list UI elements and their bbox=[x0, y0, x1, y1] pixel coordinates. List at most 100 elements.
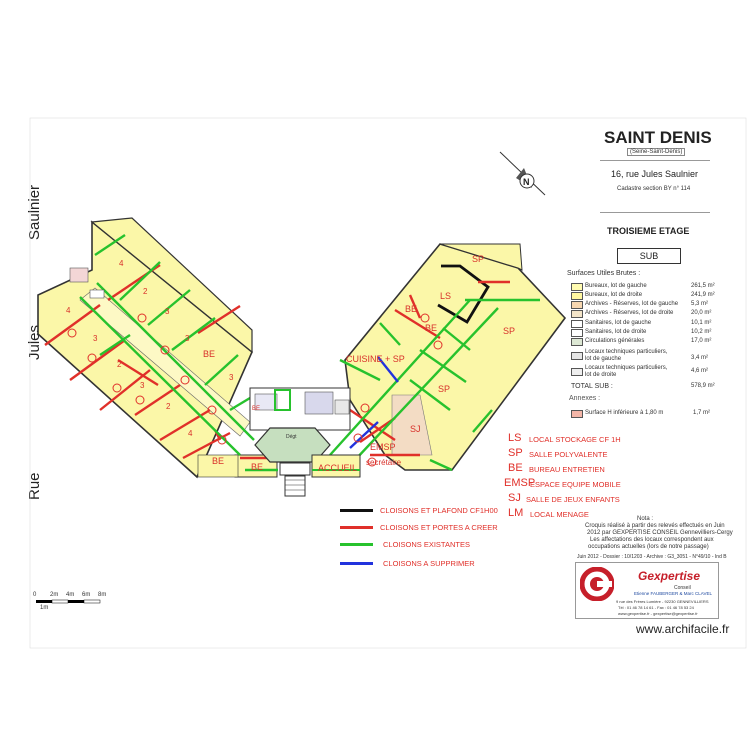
scale-label: 0 bbox=[33, 592, 37, 598]
room-label: BE bbox=[425, 323, 437, 333]
wall-swatch-green bbox=[340, 543, 373, 546]
company-logo-icon bbox=[580, 567, 614, 601]
legend-value: 10,2 m² bbox=[691, 329, 712, 335]
wall-legend-label: CLOISONS ET PORTES A CREER bbox=[380, 523, 498, 532]
abbr-desc: ESPACE EQUIPE MOBILE bbox=[530, 480, 621, 489]
central-core bbox=[249, 387, 361, 497]
company-line: 9 rue des Frères Lumière - 92230 GENNEVI… bbox=[616, 599, 709, 604]
room-label: 4 bbox=[188, 429, 193, 438]
company-line: Tél : 01 46 78 14 61 - Fax : 01 46 78 53… bbox=[618, 605, 694, 610]
abbr-code: LM bbox=[508, 507, 524, 519]
notes-heading: Nota : bbox=[637, 516, 654, 522]
notes-line: 2012 par GEXPERTISE CONSEIL Gennevillier… bbox=[587, 530, 733, 536]
room-label: 3 bbox=[140, 381, 145, 390]
notes-line: occupations actuelles (lors de notre pas… bbox=[588, 544, 709, 550]
legend-label: Sanitaires, lot de droite bbox=[585, 329, 647, 335]
notes-line: Croquis réalisé à partir des relevés eff… bbox=[585, 523, 725, 529]
room-label: LS bbox=[440, 291, 451, 301]
legend-swatch bbox=[571, 292, 583, 300]
department-subtitle: (Seine-Saint-Denis) bbox=[627, 148, 686, 156]
notes-line: Les affectations des locaux corresponden… bbox=[590, 537, 714, 543]
room-label: BE bbox=[252, 406, 260, 412]
legend-value: 3,4 m² bbox=[691, 355, 709, 361]
room-label: BE bbox=[203, 349, 215, 359]
divider bbox=[600, 160, 710, 161]
legend-label: Circulations générales bbox=[585, 338, 645, 344]
company-tagline: Conseil bbox=[674, 585, 691, 591]
legend-label: Surface H inférieure à 1,80 m bbox=[585, 410, 664, 416]
right-wing-labels: SP LS BE BE SP CUISINE + SP SP SJ EMSP s… bbox=[252, 254, 515, 473]
legend-label: Archives - Réserves, lot de gauche bbox=[585, 301, 679, 307]
annexes-heading: Annexes : bbox=[569, 395, 601, 402]
scale-label: 8m bbox=[98, 592, 107, 598]
surfaces-heading: Surfaces Utiles Brutes : bbox=[567, 270, 641, 277]
room-label: 4 bbox=[119, 259, 124, 268]
total-value: 578,9 m² bbox=[691, 383, 715, 389]
small-annex bbox=[69, 267, 89, 283]
abbr-code: EMSP bbox=[504, 477, 536, 489]
room-label: 2 bbox=[143, 287, 148, 296]
room-label: 2 bbox=[166, 402, 171, 411]
room-label: SP bbox=[503, 326, 515, 336]
room-label: 4 bbox=[66, 306, 71, 315]
room-label: 3 bbox=[165, 307, 170, 316]
legend-swatch bbox=[571, 301, 583, 309]
abbr-desc: LOCAL STOCKAGE CF 1H bbox=[529, 435, 621, 444]
legend-swatch bbox=[571, 368, 583, 376]
legend-swatch bbox=[571, 338, 583, 346]
legend-swatch bbox=[571, 410, 583, 418]
room-label: 2 bbox=[117, 360, 122, 369]
legend-label: lot de droite bbox=[585, 372, 617, 378]
room-label: 3 bbox=[93, 334, 98, 343]
abbr-code: SP bbox=[508, 447, 523, 459]
surfaces-legend: Surfaces Utiles Brutes : Bureaux, lot de… bbox=[567, 270, 723, 420]
legend-label: Locaux techniques particuliers, bbox=[585, 365, 668, 371]
legend-swatch bbox=[571, 352, 583, 360]
cadastre-reference: Cadastre section BY n° 114 bbox=[617, 186, 691, 192]
room-label: EMSP bbox=[370, 442, 396, 452]
wall-legend-label: CLOISONS ET PLAFOND CF1H00 bbox=[380, 506, 498, 515]
abbr-desc: SALLE DE JEUX ENFANTS bbox=[526, 495, 620, 504]
company-name: Gexpertise bbox=[638, 569, 701, 583]
scale-label: 6m bbox=[82, 592, 91, 598]
legend-value: 17,0 m² bbox=[691, 338, 712, 344]
watermark-link[interactable]: www.archifacile.fr bbox=[636, 622, 730, 636]
room-label: BE bbox=[405, 304, 417, 314]
room-label: ACCUEIL bbox=[318, 463, 357, 473]
divider bbox=[600, 212, 710, 213]
left-wing bbox=[37, 217, 278, 479]
legend-value: 10,1 m² bbox=[691, 320, 712, 326]
wall-legend-label: CLOISONS A SUPPRIMER bbox=[383, 559, 475, 568]
room-label: 3 bbox=[185, 334, 190, 343]
scale-bar bbox=[36, 599, 101, 604]
room-label: 3 bbox=[229, 373, 234, 382]
city-title: SAINT DENIS bbox=[604, 128, 712, 147]
floor-title: TROISIEME ETAGE bbox=[607, 226, 690, 236]
center-label: Dégt bbox=[286, 434, 297, 440]
room-label: SP bbox=[472, 254, 484, 264]
wall-swatch-red bbox=[340, 526, 373, 529]
legend-swatch bbox=[571, 329, 583, 337]
compass-north-label: N bbox=[523, 177, 530, 187]
sub-box: SUB bbox=[617, 248, 681, 264]
legend-swatch bbox=[571, 320, 583, 328]
legend-value: 4,6 m² bbox=[691, 368, 709, 374]
small-annex bbox=[89, 289, 105, 299]
abbr-code: LS bbox=[508, 432, 522, 444]
compass: N bbox=[499, 151, 546, 196]
address: 16, rue Jules Saulnier bbox=[611, 169, 699, 179]
file-info: Juin 2012 - Dossier : 10/1203 - Archive … bbox=[577, 554, 727, 560]
scale-label: 4m bbox=[66, 592, 75, 598]
legend-value: 241,9 m² bbox=[691, 292, 715, 298]
room-label: SJ bbox=[410, 424, 421, 434]
wall-swatch-blue bbox=[340, 562, 373, 565]
legend-label: Bureaux, lot de gauche bbox=[585, 283, 647, 289]
wall-swatch-black bbox=[340, 509, 373, 512]
scale-sub-label: 1m bbox=[40, 605, 49, 611]
room-label: secrétaire bbox=[366, 458, 402, 467]
legend-value: 261,5 m² bbox=[691, 283, 715, 289]
left-wing-labels: 4 2 3 4 3 BE 2 3 3 3 4 BE 2 BE bbox=[66, 259, 263, 472]
room-label: CUISINE + SP bbox=[346, 354, 405, 364]
scale-label: 2m bbox=[50, 592, 59, 598]
